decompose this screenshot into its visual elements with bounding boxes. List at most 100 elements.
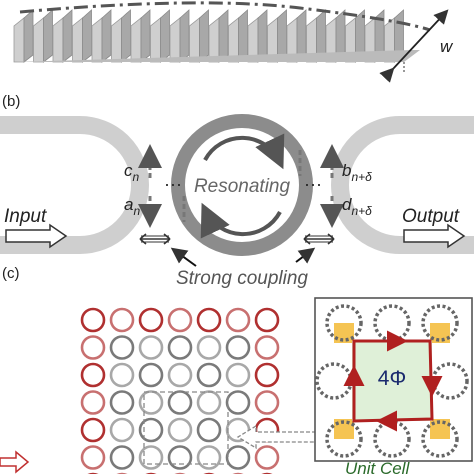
panel-b-label: (b) [2, 93, 20, 110]
lattice-ring [138, 390, 164, 415]
lattice-ring [109, 362, 135, 388]
unit-cell-label: Unit Cell [345, 459, 410, 474]
grating-fin-side [199, 9, 209, 63]
lattice-ring [254, 390, 280, 415]
coupling-pointer-left [170, 247, 197, 267]
resonating-label: Resonating [194, 176, 291, 197]
input-arrow [5, 223, 68, 249]
grating-fin-front [208, 17, 220, 63]
lattice-ring [109, 445, 135, 470]
grating-fin-side [43, 9, 53, 63]
grating-fin-side [140, 9, 151, 63]
grating-structure [13, 9, 420, 72]
grating-fin-side [238, 9, 248, 63]
lattice-ring [196, 335, 222, 360]
lattice-ring [80, 417, 106, 443]
width-label: w [440, 37, 454, 56]
lattice-ring [225, 307, 251, 333]
panel-c-label: (c) [2, 265, 20, 282]
mode-label-an: an [124, 195, 140, 218]
grating-fin-front [91, 17, 103, 63]
lattice-ring [109, 390, 135, 415]
unit-cell-ring [325, 420, 363, 458]
lattice-ring [254, 362, 280, 388]
unit-cell-pointer-arrow [236, 424, 317, 450]
lattice-ring [167, 445, 193, 470]
circulation-arrow-top [203, 133, 285, 170]
grating-fin-front [52, 17, 64, 63]
output-arrow [403, 223, 466, 249]
lattice-ring [167, 390, 193, 415]
lattice-ring [225, 390, 251, 415]
lattice-ring [167, 335, 193, 360]
lattice-ring [80, 307, 106, 333]
unit-cell-ring [421, 304, 459, 342]
grating-fin-front [150, 17, 161, 63]
unit-cell-selection [143, 391, 229, 465]
grating-fin-front [169, 17, 181, 63]
grating-fin-front [13, 17, 25, 63]
grating-fin-side [179, 9, 190, 63]
lattice-ring [167, 362, 193, 388]
lattice-ring [254, 335, 280, 360]
lattice-ring [196, 307, 222, 333]
grating-base [14, 50, 420, 62]
grating-fin-side [23, 9, 34, 63]
lattice-ring [167, 417, 193, 443]
grating-fin-side [121, 9, 131, 63]
lattice-ring [196, 390, 222, 415]
lattice-ring [138, 417, 164, 443]
resonator-ring [171, 114, 313, 256]
unit-cell-content [315, 304, 469, 458]
phase-label: 4Φ [378, 367, 406, 390]
unit-cell-ring [421, 420, 459, 458]
left-red-arrow [0, 450, 30, 474]
coupling-pointer-right [295, 247, 316, 264]
grating-fin-side [101, 9, 112, 63]
grating-fin-front [130, 17, 142, 63]
lattice-ring [225, 445, 251, 470]
unit-cell-ring [325, 304, 363, 342]
lattice-ring [138, 307, 164, 333]
grating-fin-front [33, 17, 44, 63]
unit-cell-ring [431, 362, 469, 400]
grating-fin-side [82, 9, 92, 63]
lattice-ring [138, 362, 164, 388]
input-label: Input [4, 206, 47, 227]
lattice-ring [109, 307, 135, 333]
lattice-ring [80, 445, 106, 470]
grating-fin-side [160, 9, 170, 63]
lattice-ring [80, 362, 106, 388]
lattice-ring [138, 335, 164, 360]
output-label: Output [402, 206, 460, 227]
grating-fin-side [62, 9, 73, 63]
output-waveguide [331, 116, 474, 254]
lattice-ring [196, 445, 222, 470]
width-dimension-arrow [379, 9, 449, 83]
coupling-double-arrow-left [139, 233, 171, 245]
lattice-ring [196, 362, 222, 388]
unit-cell-center [352, 341, 432, 421]
circulation-arrow-bottom [200, 202, 282, 239]
grating-fin-side [257, 9, 268, 63]
lattice-ring [138, 445, 164, 470]
coupling-dots-left: ··· [164, 174, 182, 194]
lattice-ring [254, 445, 280, 470]
unit-cell-corner [334, 323, 354, 343]
lattice-ring [109, 335, 135, 360]
unit-cell-ring [373, 304, 411, 342]
coupling-double-arrow-right [303, 233, 335, 245]
lattice-ring [80, 335, 106, 360]
input-waveguide [0, 116, 149, 254]
lattice-ring [196, 417, 222, 443]
lattice-ring [167, 307, 193, 333]
lattice-ring [225, 335, 251, 360]
strong-coupling-label: Strong coupling [176, 268, 308, 289]
grating-fin-front [189, 17, 200, 63]
lattice-ring [80, 390, 106, 415]
ring-lattice [80, 307, 280, 474]
mode-label-cn: cn [124, 161, 140, 184]
lattice-ring [109, 417, 135, 443]
coupling-dots-right: ··· [304, 174, 322, 194]
